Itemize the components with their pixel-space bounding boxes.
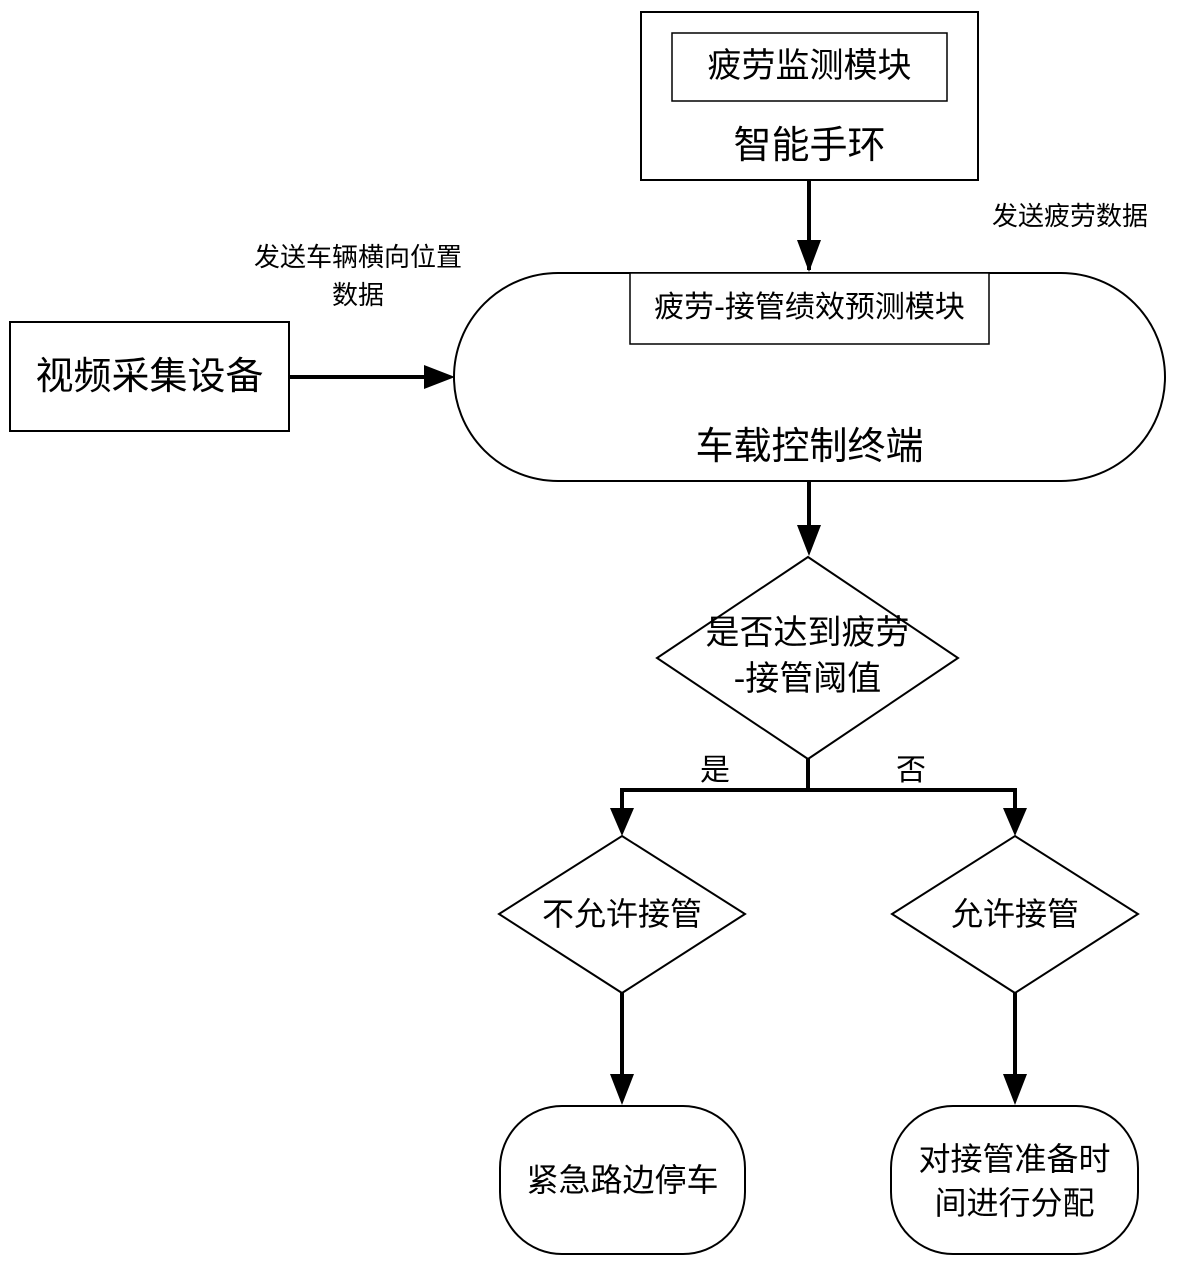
decision-label-line1: 是否达到疲劳: [657, 612, 958, 656]
branch-label-yes: 是: [690, 752, 740, 790]
fatigue-monitor-module-label: 疲劳监测模块: [672, 33, 947, 101]
video-device-label: 视频采集设备: [10, 322, 289, 431]
edge-label-send-position-line1: 发送车辆横向位置: [222, 240, 494, 278]
allocate-time-label-line1: 对接管准备时: [891, 1138, 1138, 1180]
branch-horizontal: [622, 790, 1015, 812]
decision-label-line2: -接管阈值: [657, 658, 958, 702]
deny-takeover-label: 不允许接管: [499, 890, 745, 938]
terminal-label: 车载控制终端: [454, 418, 1165, 476]
allocate-time-label-line2: 间进行分配: [891, 1182, 1138, 1224]
arrowhead-yes: [610, 808, 634, 836]
arrowhead-allow-to-allocate: [1003, 1074, 1027, 1105]
arrowhead-terminal-to-decision: [797, 525, 821, 556]
prediction-module-label: 疲劳-接管绩效预测模块: [630, 273, 989, 344]
smart-band-label: 智能手环: [641, 118, 978, 174]
edge-label-send-position-line2: 数据: [222, 278, 494, 316]
allocate-time-box: [891, 1106, 1138, 1254]
arrowhead-deny-to-stop: [610, 1074, 634, 1105]
emergency-stop-label: 紧急路边停车: [500, 1106, 745, 1254]
arrowhead-video-to-terminal: [424, 365, 455, 389]
branch-label-no: 否: [886, 752, 936, 790]
arrowhead-no: [1003, 808, 1027, 836]
edge-label-send-fatigue: 发送疲劳数据: [965, 198, 1175, 238]
allow-takeover-label: 允许接管: [892, 890, 1138, 938]
arrowhead-band-to-terminal: [797, 240, 821, 272]
